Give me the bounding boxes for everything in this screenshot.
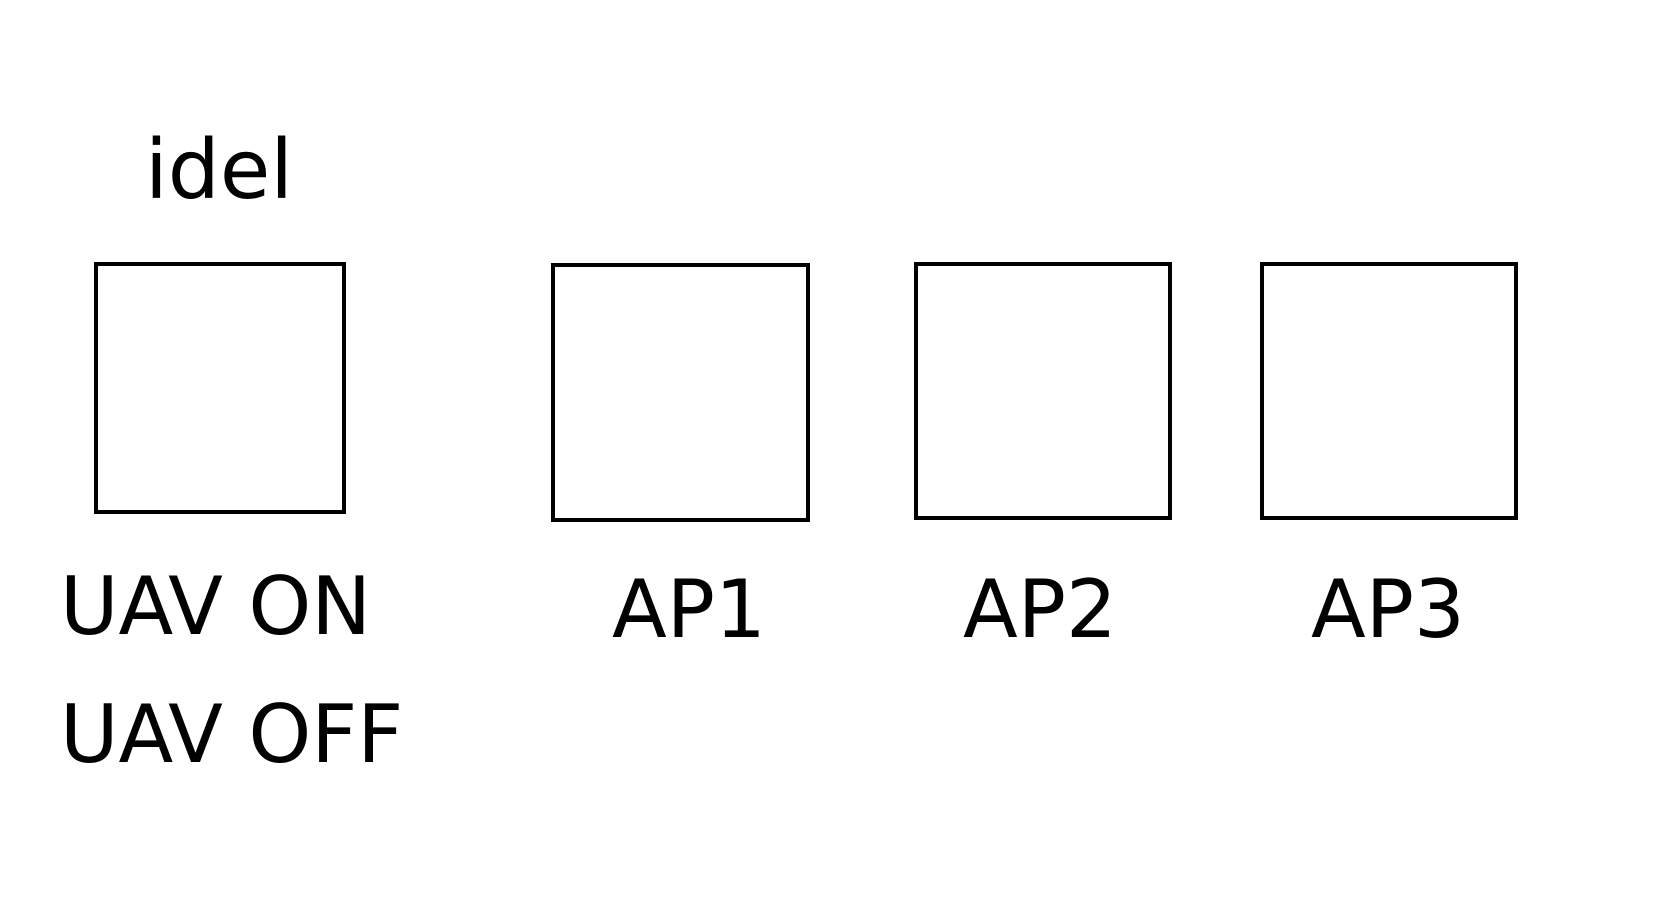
uav-indicator-box[interactable]: [94, 262, 346, 514]
status-text: idel: [145, 123, 294, 218]
ap2-indicator-box[interactable]: [914, 262, 1172, 520]
uav-off-label[interactable]: UAV OFF: [60, 688, 404, 781]
ap2-label: AP2: [963, 563, 1117, 656]
ap3-indicator-box[interactable]: [1260, 262, 1518, 520]
ap1-label: AP1: [612, 563, 766, 656]
uav-on-label[interactable]: UAV ON: [60, 560, 372, 653]
ap3-label: AP3: [1311, 563, 1465, 656]
ap1-indicator-box[interactable]: [551, 263, 810, 522]
